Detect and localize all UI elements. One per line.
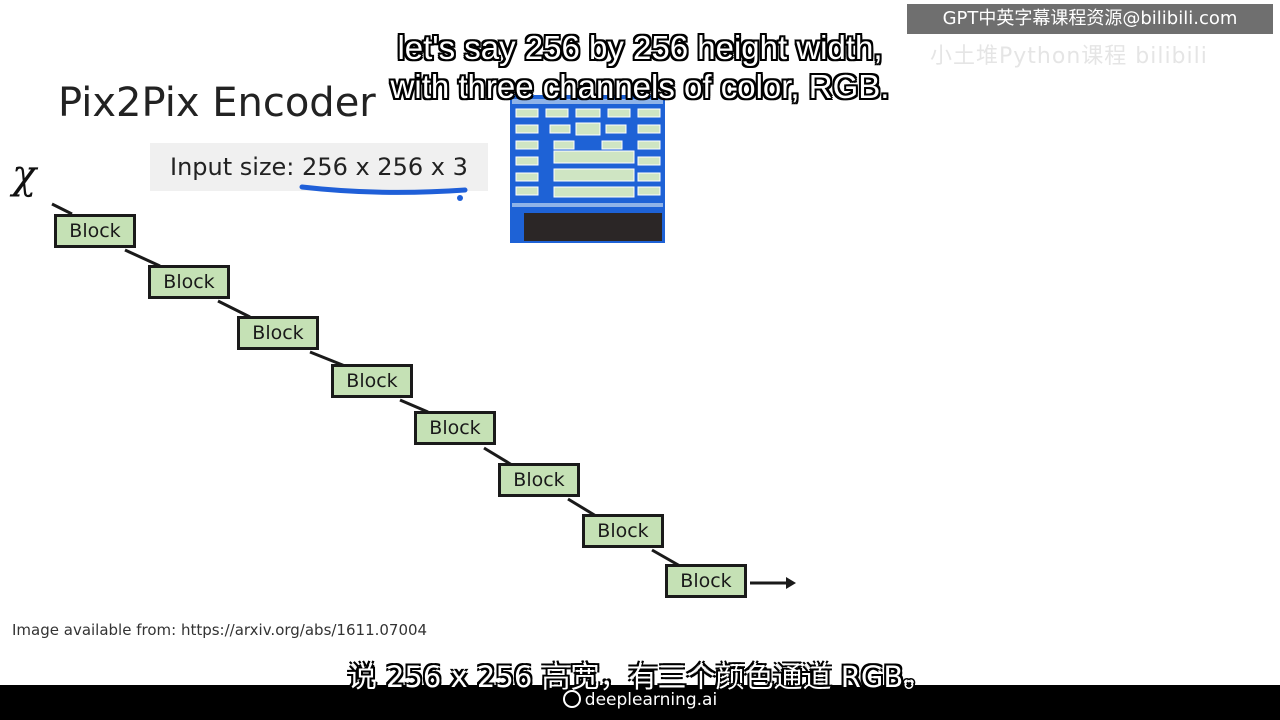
encoder-block-1: Block: [54, 214, 136, 248]
connector-line: [309, 350, 346, 368]
connector-line: [51, 202, 73, 216]
output-arrow-head: [786, 577, 796, 589]
encoder-block-5: Block: [414, 411, 496, 445]
input-size-label: Input size: 256 x 256 x 3: [150, 143, 488, 191]
english-subtitle-line-1: let's say 256 by 256 height width,: [397, 29, 883, 66]
architecture-diagram-thumbnail: [510, 95, 665, 243]
english-subtitle: let's say 256 by 256 height width, with …: [0, 28, 1280, 106]
connector-line: [217, 299, 251, 319]
connector-line: [651, 548, 681, 568]
site-watermark: GPT中英字幕课程资源@bilibili.com: [907, 4, 1273, 34]
encoder-block-6: Block: [498, 463, 580, 497]
image-source-caption: Image available from: https://arxiv.org/…: [12, 621, 428, 639]
chinese-subtitle: 说 256 x 256 高宽，有三个颜色通道 RGB。: [347, 660, 933, 694]
connector-line: [567, 497, 597, 518]
bottom-black-bar: [0, 685, 1280, 720]
input-symbol: χ: [12, 152, 37, 198]
blue-underline-annotation: [299, 184, 468, 195]
encoder-block-3: Block: [237, 316, 319, 350]
deeplearning-logo-icon: [562, 690, 581, 708]
channel-watermark: 小土堆Python课程 bilibili: [930, 44, 1208, 69]
architecture-diagram-graphic: [510, 95, 665, 243]
connector-line: [483, 446, 513, 467]
connector-line: [399, 398, 429, 414]
english-subtitle-line-2: with three channels of color, RGB.: [390, 68, 890, 105]
encoder-block-2: Block: [148, 265, 230, 299]
brand-name: deeplearning.ai: [584, 690, 718, 710]
encoder-block-8: Block: [665, 564, 747, 598]
blue-ink-dot: [457, 195, 463, 201]
encoder-connectors: [51, 184, 796, 589]
connector-line: [124, 248, 161, 268]
encoder-block-4: Block: [331, 364, 413, 398]
brand-footer: deeplearning.ai: [0, 690, 1280, 710]
encoder-block-7: Block: [582, 514, 664, 548]
slide-canvas: Pix2Pix Encoder Input size: 256 x 256 x …: [12, 80, 796, 639]
slide-title: Pix2Pix Encoder: [58, 80, 376, 126]
